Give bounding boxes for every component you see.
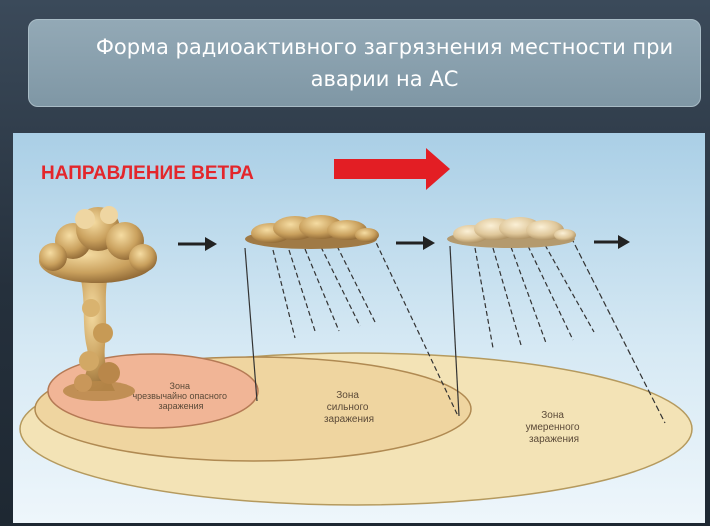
fallout-lines-1 [244, 235, 459, 417]
mushroom-cloud-icon [39, 206, 157, 401]
radioactive-cloud-1-icon [245, 215, 379, 249]
drift-arrows [178, 235, 630, 251]
zone-strong-label: Зона сильного заражения [324, 390, 374, 425]
page-title: Форма радиоактивного загрязнения местнос… [95, 35, 674, 91]
radioactive-cloud-2-icon [447, 217, 576, 248]
wind-arrow-icon [334, 148, 450, 190]
diagram-area: НАПРАВЛЕНИЕ ВЕТРА Зона чрезвычайно опасн… [13, 133, 705, 523]
zone-extreme-label: Зона чрезвычайно опасного заражения [132, 381, 229, 411]
drift-arrow-3-icon [594, 235, 630, 249]
contamination-diagram: НАПРАВЛЕНИЕ ВЕТРА Зона чрезвычайно опасн… [13, 133, 705, 523]
drift-arrow-2-icon [396, 236, 435, 250]
zone-moderate-label: Зона умеренного заражения [526, 410, 583, 445]
wind-direction-label: НАПРАВЛЕНИЕ ВЕТРА [41, 163, 254, 184]
drift-arrow-1-icon [178, 237, 217, 251]
title-banner: Форма радиоактивного загрязнения местнос… [28, 19, 701, 107]
fallout-lines-2 [449, 236, 666, 424]
